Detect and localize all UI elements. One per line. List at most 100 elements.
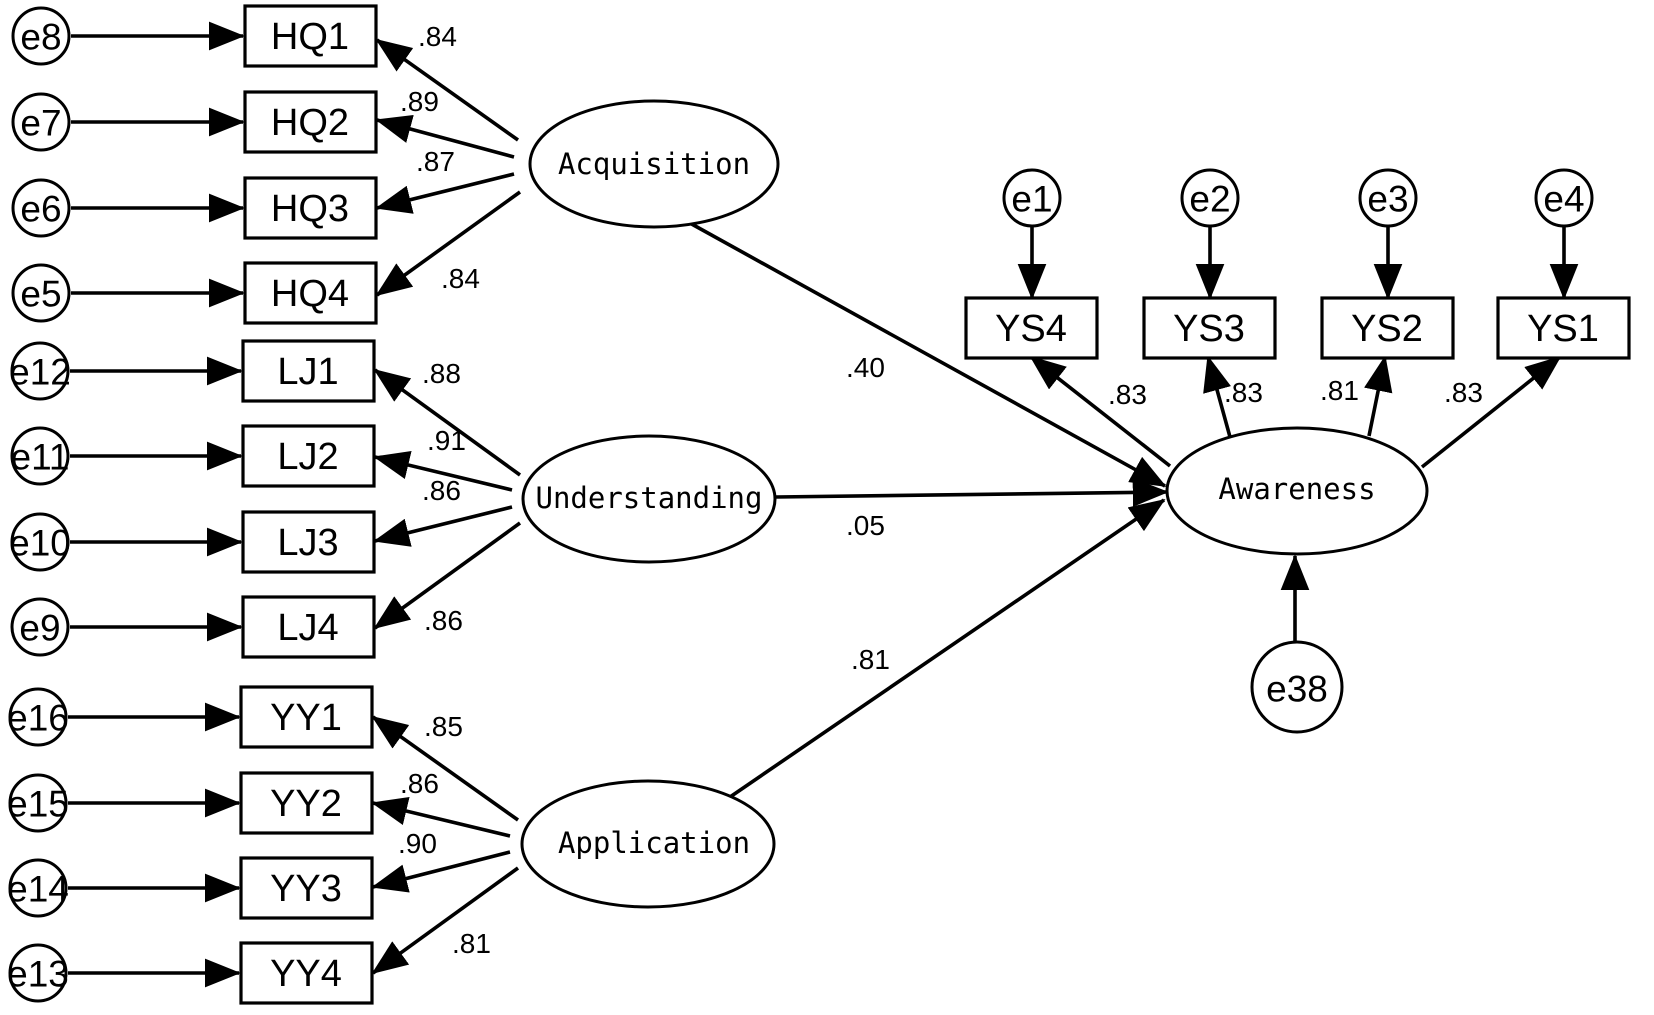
edge-application-yy4 [371,866,520,975]
error-e16: e16 [7,687,69,747]
loading-yy3: .90 [398,828,437,859]
indicator-ys2: YS2 [1320,296,1455,360]
edge-acquisition-awareness [687,220,1167,488]
error-label: e16 [7,698,69,739]
indicator-label: LJ1 [277,351,338,393]
indicator-ys3: YS3 [1142,296,1277,360]
error-e38: e38 [1250,640,1344,734]
error-e14: e14 [7,858,69,918]
indicator-label: HQ2 [271,102,349,144]
indicator-hq4: HQ4 [243,261,378,325]
error-label: e2 [1189,179,1230,220]
error-label: e15 [7,784,69,825]
edge-awareness-ys2 [1364,355,1393,437]
indicator-label: HQ4 [271,273,349,315]
indicator-lj2: LJ2 [241,424,376,488]
loading-yy2: .86 [400,768,439,799]
edge-understanding-lj4 [373,521,522,630]
error-label: e38 [1266,669,1328,710]
indicators-understanding: LJ1 LJ2 LJ3 LJ4 [241,339,376,659]
loading-hq4: .84 [441,263,480,294]
indicators-application: YY1 YY2 YY3 YY4 [239,685,374,1005]
edge-application-yy1 [371,715,520,822]
error-e7: e7 [11,92,71,152]
error-e12: e12 [9,341,71,401]
indicator-label: YY4 [270,953,342,995]
edge-application-yy2 [371,797,511,838]
indicator-label: YS1 [1527,308,1599,350]
loading-hq2: .89 [400,86,439,117]
error-e8: e8 [11,6,71,66]
error-label: e7 [20,103,61,144]
indicator-hq3: HQ3 [243,176,378,240]
edge-acquisition-hq2 [375,115,515,159]
indicator-yy4: YY4 [239,941,374,1005]
loading-lj4: .86 [424,605,463,636]
error-label: e4 [1543,179,1584,220]
indicator-label: YY3 [270,868,342,910]
loading-lj1: .88 [422,358,461,389]
indicator-label: YS3 [1173,308,1245,350]
loading-ys3: .83 [1224,377,1263,408]
error-label: e10 [9,523,71,564]
error-e2: e2 [1180,168,1240,228]
indicators-awareness: YS4 YS3 YS2 YS1 [964,296,1631,360]
error-label: e9 [19,608,60,649]
loading-ys2: .81 [1320,375,1359,406]
loading-hq1: .84 [418,21,457,52]
error-e10: e10 [9,512,71,572]
indicator-label: HQ1 [271,16,349,58]
error-label: e8 [20,17,61,58]
loading-hq3: .87 [416,146,455,177]
error-label: e1 [1011,179,1052,220]
edge-application-awareness [728,498,1166,799]
loading-lj3: .86 [422,475,461,506]
edge-understanding-lj2 [373,451,513,492]
path-labels: .40 .05 .81 [846,352,890,675]
edge-awareness-ys4 [1029,355,1172,468]
indicator-yy3: YY3 [239,856,374,920]
latent-awareness: Awareness [1165,426,1429,556]
error-e5: e5 [11,263,71,323]
latent-label: Application [558,826,750,860]
latent-understanding: Understanding [521,434,777,564]
error-e13: e13 [7,943,69,1003]
indicator-label: YY2 [270,783,342,825]
error-label: e12 [9,352,71,393]
edge-application-yy3 [371,850,511,893]
path-acquisition-awareness: .40 [846,352,885,383]
indicator-ys4: YS4 [964,296,1099,360]
error-label: e3 [1367,179,1408,220]
error-e1: e1 [1002,168,1062,228]
loading-yy1: .85 [424,711,463,742]
indicator-label: LJ3 [277,522,338,564]
indicator-label: HQ3 [271,188,349,230]
error-terms-right: e1 e2 e3 e4 e38 [1002,168,1594,734]
indicator-label: LJ4 [277,607,338,649]
indicator-hq2: HQ2 [243,90,378,154]
indicator-hq1: HQ1 [243,4,378,68]
error-label: e6 [20,189,61,230]
latent-application: Application [520,779,776,909]
edge-awareness-ys1 [1420,355,1562,469]
loading-labels: .84 .89 .87 .84 .88 .91 .86 .86 .85 .86 … [398,21,1483,959]
path-application-awareness: .81 [851,644,890,675]
loading-lj2: .91 [427,425,466,456]
error-e11: e11 [10,426,70,486]
indicator-label: LJ2 [277,436,338,478]
edge-awareness-ys3 [1203,355,1232,438]
edge-understanding-awareness [775,478,1169,507]
error-label: e11 [11,437,70,478]
indicator-ys1: YS1 [1496,296,1631,360]
latent-acquisition: Acquisition [528,99,780,229]
loading-ys1: .83 [1444,377,1483,408]
error-e6: e6 [11,178,71,238]
error-label: e5 [20,274,61,315]
indicator-lj4: LJ4 [241,595,376,659]
error-e3: e3 [1358,168,1418,228]
error-e15: e15 [7,773,69,833]
indicators-acquisition: HQ1 HQ2 HQ3 HQ4 [243,4,378,325]
indicator-label: YY1 [270,697,342,739]
loading-yy4: .81 [452,928,491,959]
